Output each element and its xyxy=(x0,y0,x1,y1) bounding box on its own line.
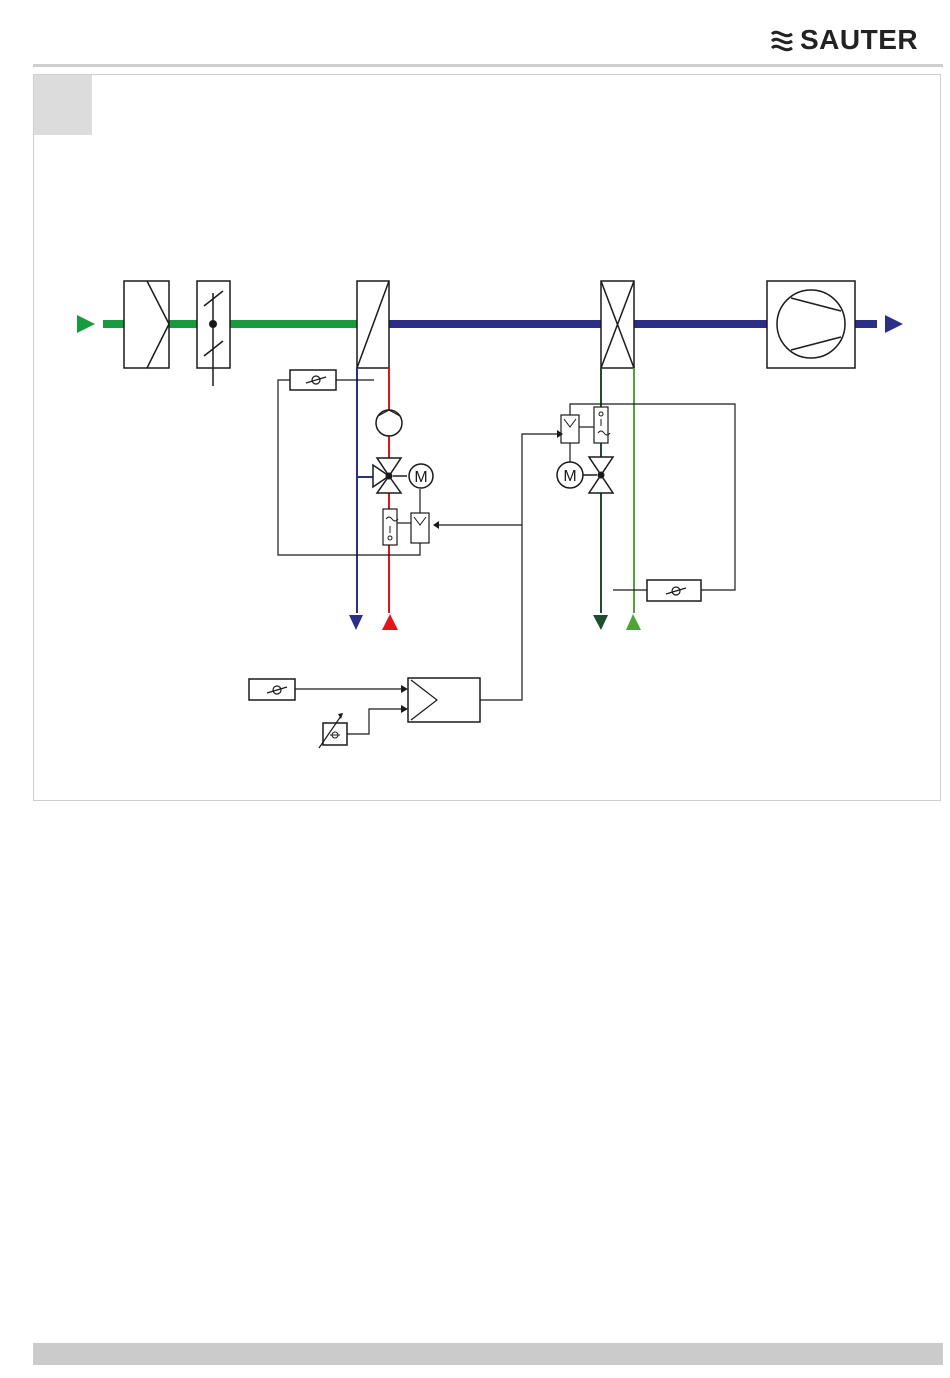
hvac-schematic: M xyxy=(34,75,940,800)
sauter-wave-icon xyxy=(770,26,800,56)
damper-icon xyxy=(197,281,230,386)
sauter-logo: SAUTER xyxy=(770,26,945,56)
blue-down-arrow-icon xyxy=(349,615,363,630)
motor-label: M xyxy=(414,469,427,486)
header-rule xyxy=(33,64,943,67)
signal-line-cooling xyxy=(480,434,557,700)
cooling-coil-icon xyxy=(601,281,634,368)
green-up-arrow-icon xyxy=(626,614,641,630)
cooling-controller-icon xyxy=(561,415,579,443)
filter-icon xyxy=(124,281,169,368)
temperature-sensor-icon xyxy=(383,509,398,545)
setpoint-adjuster-icon xyxy=(319,713,347,748)
inlet-arrow-icon xyxy=(77,315,95,333)
cooling-air-sensor-icon xyxy=(647,580,701,601)
cooling-motor-label: M xyxy=(563,468,576,485)
controller-icon xyxy=(411,513,429,543)
heating-coil-icon xyxy=(357,281,389,368)
heating-feedback-line xyxy=(278,380,420,555)
cooling-motor-icon: M xyxy=(557,462,583,488)
master-controller-icon xyxy=(408,678,480,722)
pump-icon xyxy=(376,410,402,436)
brand-name: SAUTER xyxy=(800,24,918,56)
footer-bar xyxy=(33,1343,943,1365)
outdoor-sensor-icon xyxy=(249,679,295,700)
fan-icon xyxy=(767,281,855,368)
outlet-arrow-icon xyxy=(885,315,903,333)
red-up-arrow-icon xyxy=(382,614,398,630)
motor-icon: M xyxy=(409,464,433,488)
figure-panel: M xyxy=(33,74,941,801)
darkgreen-down-arrow-icon xyxy=(593,615,608,630)
cooling-temperature-sensor-icon xyxy=(594,407,610,443)
air-temperature-sensor-icon xyxy=(290,370,336,390)
